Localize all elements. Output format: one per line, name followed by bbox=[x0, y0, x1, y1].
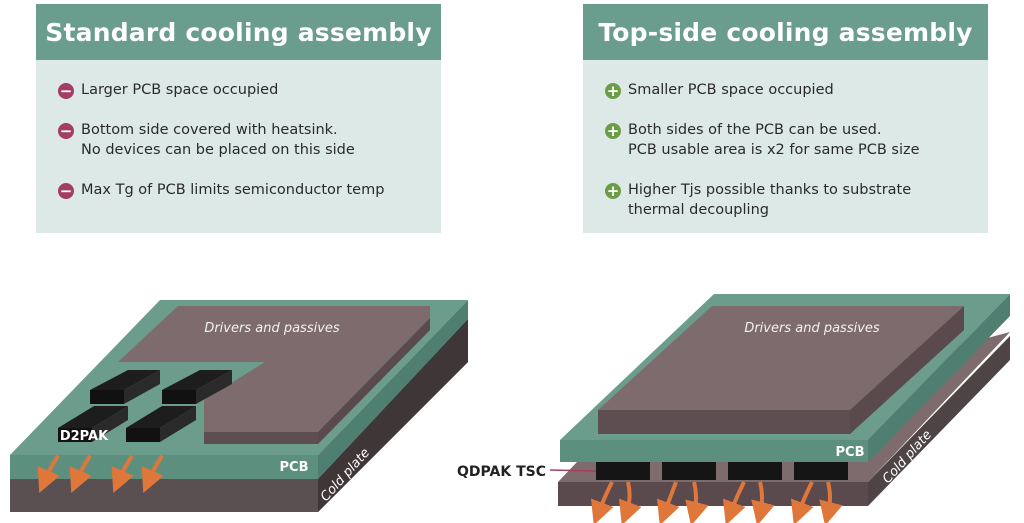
pcb-label-left: PCB bbox=[280, 460, 309, 475]
plus-icon: + bbox=[605, 82, 621, 100]
minus-icon: − bbox=[58, 122, 74, 140]
top-side-cooling-panel: Top-side cooling assembly + Smaller PCB … bbox=[583, 4, 988, 233]
drivers-block-right bbox=[598, 306, 964, 434]
standard-cooling-panel: Standard cooling assembly − Larger PCB s… bbox=[36, 4, 441, 233]
pcb-label-right: PCB bbox=[836, 445, 865, 460]
qdpak-package bbox=[662, 462, 716, 480]
qdpak-packages bbox=[596, 462, 848, 480]
d2pak-package bbox=[58, 406, 128, 442]
minus-icon: − bbox=[58, 82, 74, 100]
qdpak-package bbox=[596, 462, 650, 480]
drivers-label-left: Drivers and passives bbox=[204, 321, 340, 336]
bullet-item: − Bottom side covered with heatsink. No … bbox=[58, 120, 355, 160]
minus-icon: − bbox=[58, 182, 74, 200]
heat-arrows-right bbox=[590, 481, 843, 523]
bullet-line: Smaller PCB space occupied bbox=[628, 82, 834, 98]
bullet-item: + Higher Tjs possible thanks to substrat… bbox=[605, 180, 911, 220]
standard-assembly: Drivers and passives D2PAK PCB Cold plat… bbox=[10, 300, 468, 512]
plus-icon: + bbox=[605, 182, 621, 200]
bullet-line: No devices can be placed on this side bbox=[81, 142, 355, 158]
bullet-item: + Smaller PCB space occupied bbox=[605, 80, 834, 100]
bullet-line: Both sides of the PCB can be used. bbox=[628, 122, 882, 138]
qdpak-package bbox=[794, 462, 848, 480]
qdpak-label: QDPAK TSC bbox=[457, 464, 546, 480]
d2pak-package bbox=[126, 406, 196, 442]
d2pak-package bbox=[90, 370, 160, 404]
top-side-cooling-title: Top-side cooling assembly bbox=[583, 4, 988, 60]
bullet-line: thermal decoupling bbox=[628, 202, 769, 218]
d2pak-package bbox=[162, 370, 232, 404]
bullet-line: PCB usable area is x2 for same PCB size bbox=[628, 142, 920, 158]
qdpak-callout-line bbox=[549, 469, 597, 472]
cold-plate-left bbox=[10, 319, 468, 512]
d2pak-packages bbox=[58, 370, 232, 442]
bullet-line: Higher Tjs possible thanks to substrate bbox=[628, 182, 912, 198]
bullet-item: − Larger PCB space occupied bbox=[58, 80, 278, 100]
standard-cooling-title: Standard cooling assembly bbox=[36, 4, 441, 60]
heat-arrows-left bbox=[37, 454, 164, 494]
bullet-item: + Both sides of the PCB can be used. PCB… bbox=[605, 120, 920, 160]
qdpak-package bbox=[728, 462, 782, 480]
bullet-item: − Max Tg of PCB limits semiconductor tem… bbox=[58, 180, 384, 200]
drivers-label-right: Drivers and passives bbox=[744, 321, 880, 336]
d2pak-label: D2PAK bbox=[60, 429, 109, 444]
bullet-line: Bottom side covered with heatsink. bbox=[81, 122, 338, 138]
bullet-line: Max Tg of PCB limits semiconductor temp bbox=[81, 182, 385, 198]
drivers-block-left bbox=[118, 306, 430, 444]
plus-icon: + bbox=[605, 122, 621, 140]
top-side-assembly: Drivers and passives QDPAK TSC PCB Cold … bbox=[457, 294, 1010, 523]
bullet-line: Larger PCB space occupied bbox=[81, 82, 279, 98]
